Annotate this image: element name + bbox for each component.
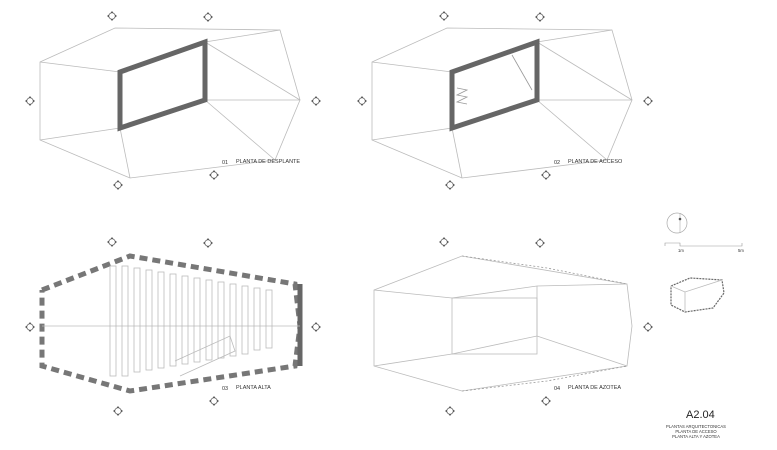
compass-marker-icon bbox=[310, 321, 322, 333]
compass-marker-icon bbox=[642, 321, 654, 333]
compass-marker-icon bbox=[24, 95, 36, 107]
plan-02: 02 PLANTA DE ACCESO bbox=[356, 10, 654, 191]
sheet-subtitle-line: PLANTA DE ACCESO bbox=[675, 429, 717, 434]
compass-marker-icon bbox=[202, 237, 214, 249]
plan-number: 02 bbox=[554, 160, 560, 166]
compass-marker-icon bbox=[24, 321, 36, 333]
compass-marker-icon bbox=[310, 95, 322, 107]
perimeter-wall bbox=[39, 253, 303, 394]
key-plan bbox=[670, 277, 725, 313]
plan-title: PLANTA ALTA bbox=[236, 385, 271, 391]
compass-marker-icon bbox=[208, 395, 220, 407]
plan-title: PLANTA DE ACCESO bbox=[568, 159, 623, 165]
compass-marker-icon bbox=[438, 236, 450, 248]
north-arrow-icon bbox=[666, 212, 688, 234]
compass-marker-icon bbox=[356, 95, 368, 107]
sheet-number: A2.04 bbox=[686, 409, 715, 421]
compass-marker-icon bbox=[106, 10, 118, 22]
compass-marker-icon bbox=[444, 405, 456, 417]
compass-marker-icon bbox=[642, 95, 654, 107]
plan-number: 03 bbox=[222, 386, 228, 392]
scale-bar: 1m 5m bbox=[664, 242, 744, 253]
sheet-subtitle-line: PLANTA ALTA Y AZOTEA bbox=[672, 434, 720, 439]
scale-mark-1: 1m bbox=[678, 248, 684, 253]
compass-marker-icon bbox=[540, 169, 552, 181]
plan-number: 01 bbox=[222, 160, 228, 166]
wall-outline bbox=[117, 38, 208, 132]
plan-title: PLANTA DE AZOTEA bbox=[568, 385, 621, 391]
plan-01: 01 PLANTA DE DESPLANTE bbox=[24, 10, 322, 191]
plan-04: 04 PLANTA DE AZOTEA bbox=[373, 236, 654, 417]
plan-number: 04 bbox=[554, 386, 560, 392]
compass-marker-icon bbox=[112, 179, 124, 191]
compass-marker-icon bbox=[208, 169, 220, 181]
plan-title: PLANTA DE DESPLANTE bbox=[236, 159, 300, 165]
plan-03: 03 PLANTA ALTA bbox=[24, 236, 322, 417]
wall-outline bbox=[449, 38, 540, 132]
scale-mark-2: 5m bbox=[738, 248, 744, 253]
compass-marker-icon bbox=[540, 395, 552, 407]
compass-marker-icon bbox=[444, 179, 456, 191]
compass-marker-icon bbox=[534, 11, 546, 23]
compass-marker-icon bbox=[112, 405, 124, 417]
compass-marker-icon bbox=[106, 236, 118, 248]
sheet-subtitle-line: PLANTAS ARQUITECTONICAS bbox=[666, 424, 726, 429]
compass-marker-icon bbox=[534, 237, 546, 249]
compass-marker-icon bbox=[438, 10, 450, 22]
compass-marker-icon bbox=[202, 11, 214, 23]
